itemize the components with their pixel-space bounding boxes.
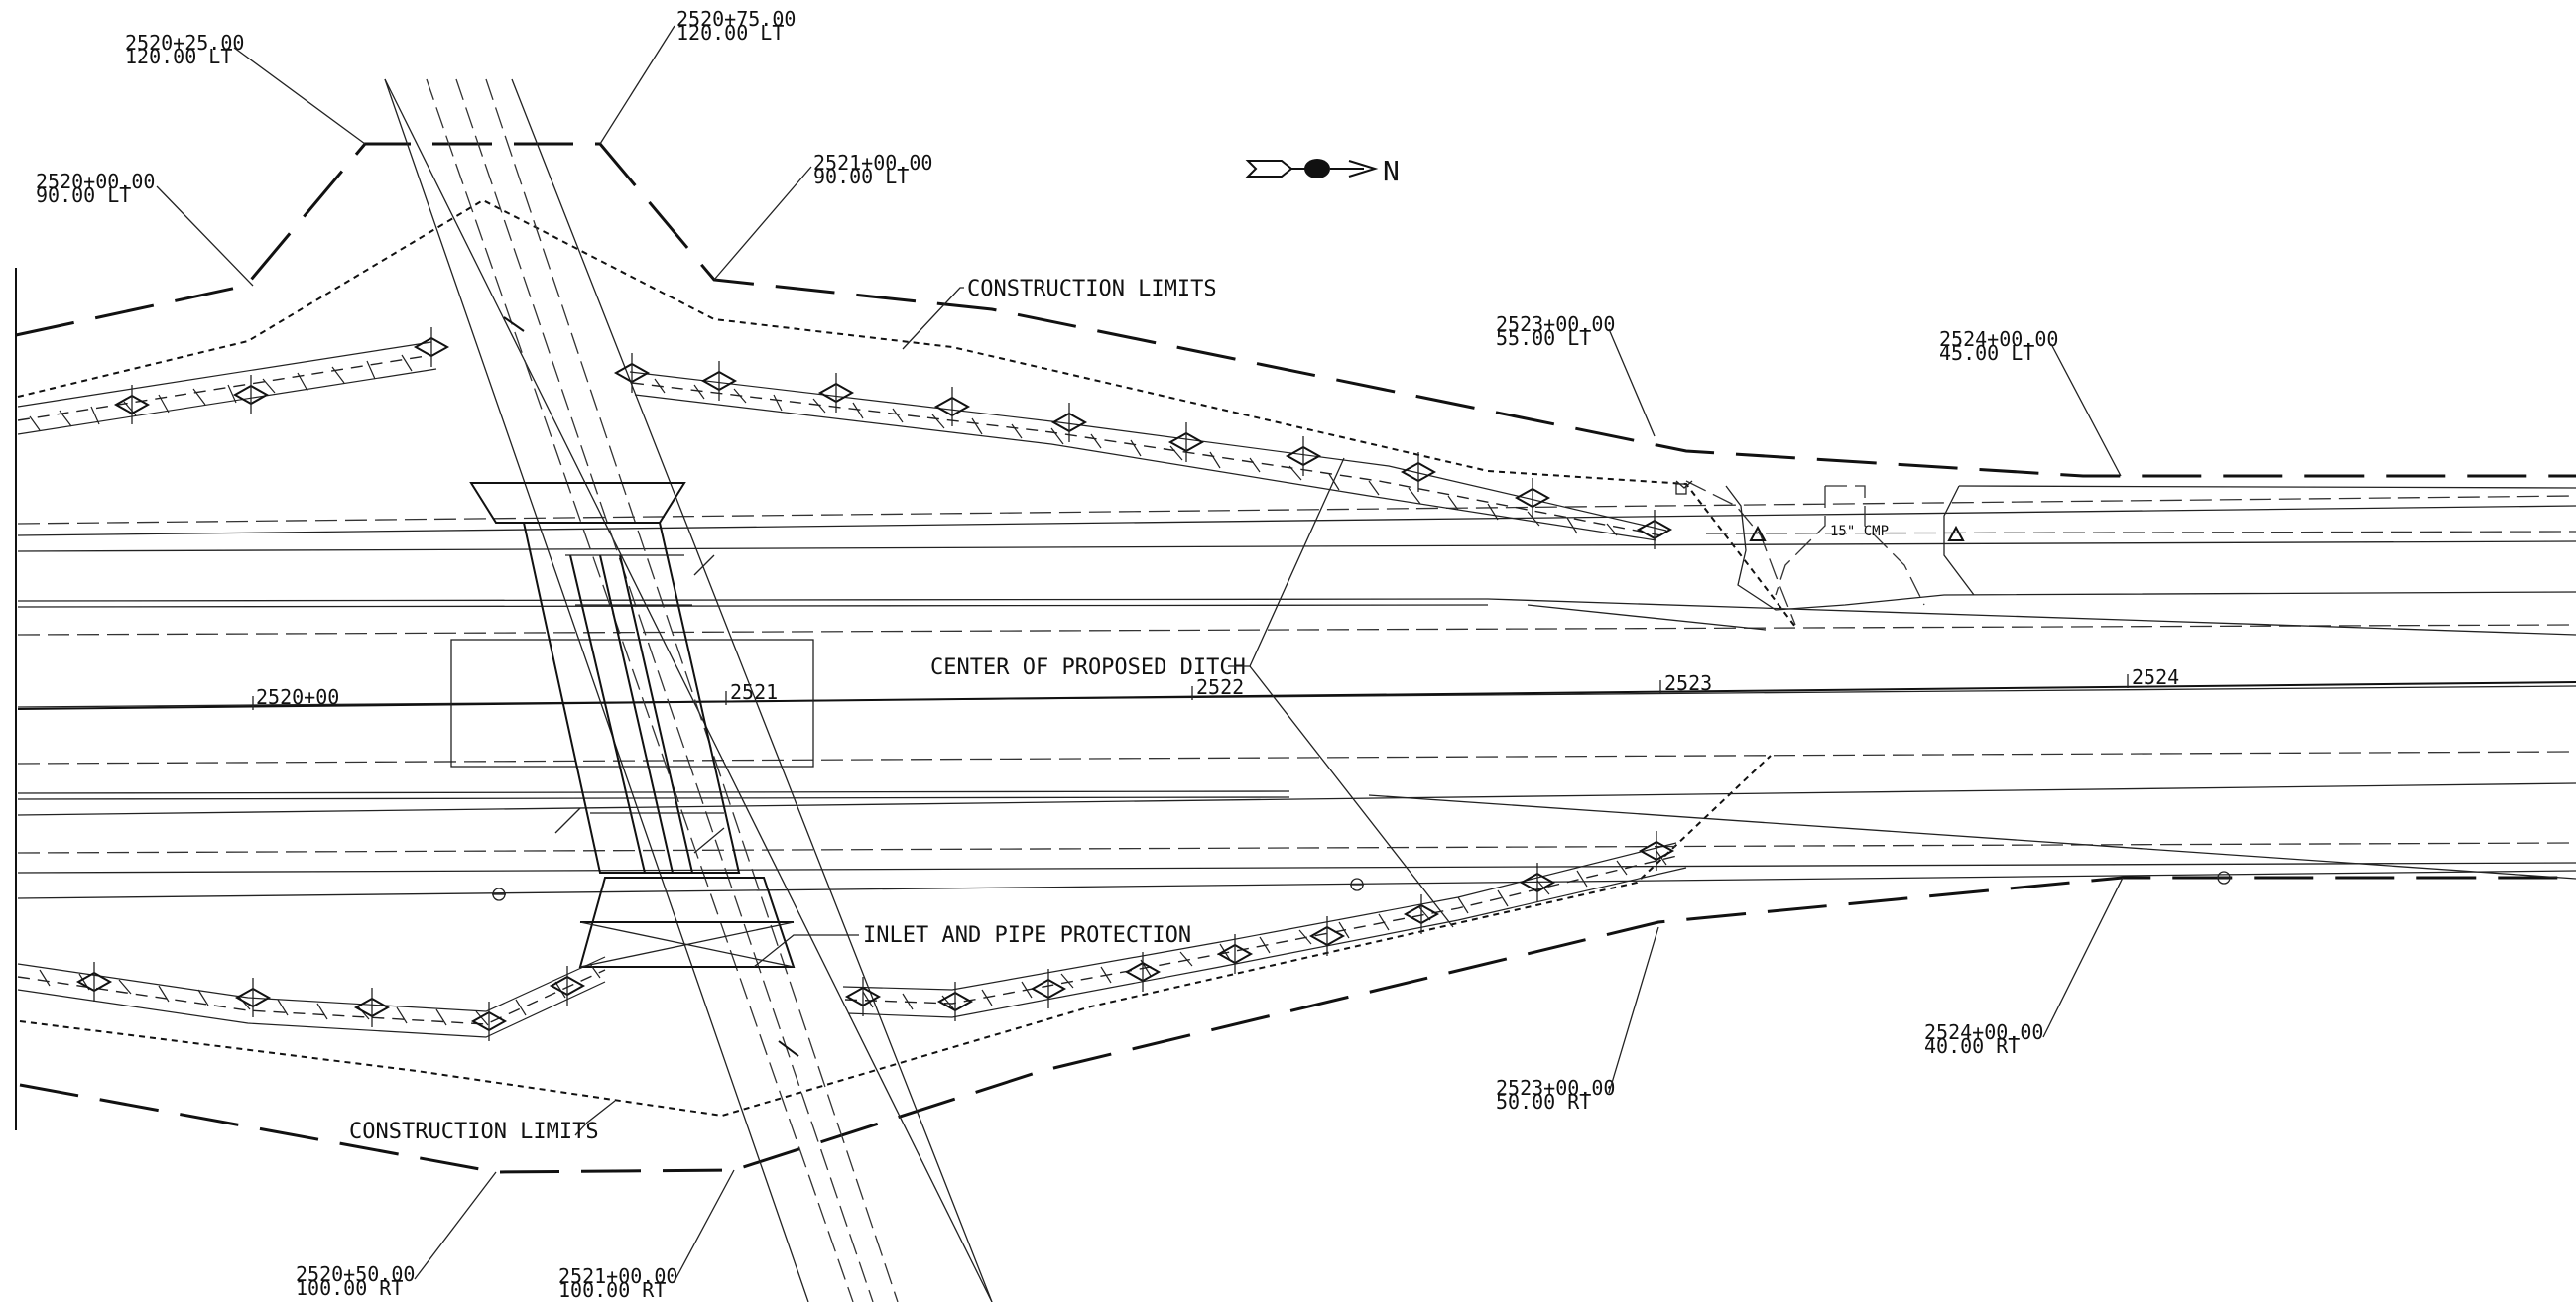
station-label: 2520+00 [256,685,339,709]
note-construction-limits-bottom: CONSTRUCTION LIMITS [349,1100,616,1144]
ditch-right-lower-west [17,956,606,1038]
bridge-deck-outline [450,639,814,768]
monument-symbols [492,483,2231,901]
svg-text:2521+00.00: 2521+00.00 [813,151,932,175]
ditch-center [17,354,433,421]
offset-callout: 2520+25.00 120.00 LT [125,31,366,145]
station-labels: 2520+00 2521 2522 2523 2524 [252,665,2179,710]
roadway-lines [17,495,2576,899]
svg-text:100.00 RT: 100.00 RT [558,1278,666,1302]
note-construction-limits-top: CONSTRUCTION LIMITS [902,277,1217,350]
svg-text:45.00 LT: 45.00 LT [1939,341,2034,365]
cmp-note: 15" CMP [1830,524,1889,539]
offset-callout: 2523+00.00 50.00 RT [1496,926,1659,1114]
centerline [17,681,2576,710]
offset-callout: 2521+00.00 100.00 RT [558,1169,735,1302]
svg-text:2521+00.00: 2521+00.00 [558,1264,677,1288]
offset-callout: 2524+00.00 40.00 RT [1924,877,2124,1058]
offset-callout: 2523+00.00 55.00 LT [1496,312,1656,437]
offset-callout: 2521+00.00 90.00 LT [713,151,932,281]
construction-limit-left-top [15,142,2576,478]
svg-text:2523+00.00: 2523+00.00 [1496,312,1615,336]
svg-text:2524+00.00: 2524+00.00 [1924,1020,2043,1044]
svg-text:2524+00.00: 2524+00.00 [1939,327,2058,351]
cmp-pipe-crossing: 15" CMP [1675,480,2576,626]
ditch-right-lower-east [842,842,1687,1018]
station-label: 2524 [2132,665,2179,689]
svg-text:90.00 LT: 90.00 LT [36,183,131,207]
svg-text:100.00 RT: 100.00 RT [296,1276,403,1300]
station-label: 2521 [730,680,778,704]
ditch-markers [75,327,1675,1041]
svg-text:120.00 LT: 120.00 LT [125,45,232,68]
offset-callout: 2520+00.00 90.00 LT [36,170,254,287]
construction-limits-label: CONSTRUCTION LIMITS [967,277,1217,301]
ditch-left-upper-east [629,371,1667,541]
svg-text:120.00 LT: 120.00 LT [676,21,784,45]
svg-text:2523+00.00: 2523+00.00 [1496,1076,1615,1100]
station-label: 2522 [1196,675,1244,699]
svg-text:40.00 RT: 40.00 RT [1924,1034,2020,1058]
slope-limit-right [19,755,1772,1118]
svg-text:55.00 LT: 55.00 LT [1496,326,1591,350]
north-letter: N [1383,155,1400,187]
north-arrow-icon: N [1245,155,1400,187]
construction-limits-label: CONSTRUCTION LIMITS [349,1120,599,1144]
slope-limit-left [17,198,1796,628]
ditch-center [17,969,606,1025]
ditch-center [631,382,1662,536]
culvert-structure [469,482,796,968]
svg-text:2520+75.00: 2520+75.00 [676,7,796,31]
svg-text:50.00 RT: 50.00 RT [1496,1090,1591,1114]
svg-text:2520+25.00: 2520+25.00 [125,31,244,55]
svg-text:90.00 LT: 90.00 LT [813,165,909,188]
station-label: 2523 [1664,671,1712,695]
offset-callout: 2524+00.00 45.00 LT [1939,327,2122,477]
cross-channel [384,78,993,1302]
svg-text:2520+50.00: 2520+50.00 [296,1262,415,1286]
offset-callout: 2520+75.00 120.00 LT [599,7,796,145]
offset-callout: 2520+50.00 100.00 RT [296,1171,497,1300]
svg-text:2520+00.00: 2520+00.00 [36,170,155,193]
ditch-left-upper-west [17,341,437,435]
center-ditch-label: CENTER OF PROPOSED DITCH [930,655,1246,680]
note-center-of-ditch: CENTER OF PROPOSED DITCH [930,457,1454,928]
inlet-protection-label: INLET AND PIPE PROTECTION [863,923,1191,948]
note-inlet-protection: INLET AND PIPE PROTECTION [753,923,1191,968]
